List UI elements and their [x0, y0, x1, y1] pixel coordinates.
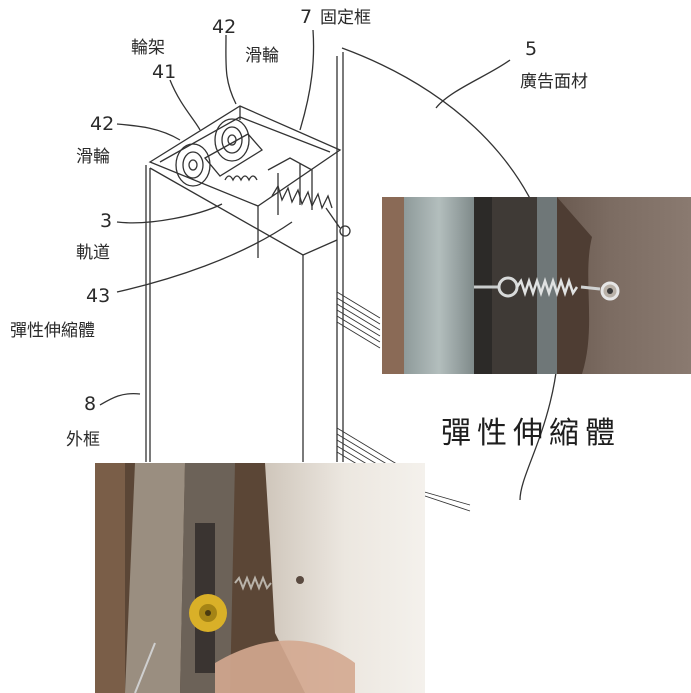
pulley-right: [214, 118, 250, 162]
callout-8-text: 外框: [66, 430, 100, 450]
callout-5-text: 廣告面材: [520, 72, 588, 92]
callout-8-number: 8: [84, 393, 97, 415]
callout-42a-text: 滑輪: [245, 46, 279, 66]
callout-42b-number: 42: [90, 113, 115, 135]
leader-7: [299, 29, 315, 131]
leader-42b: [116, 123, 181, 141]
photo-caption: 彈性伸縮體: [441, 416, 621, 451]
pulley-closeup-photo: [95, 463, 425, 693]
rail-top-face: [148, 105, 342, 207]
callout-42b-text: 滑輪: [76, 147, 110, 167]
leader-43: [116, 221, 293, 293]
callout-7-number: 7: [300, 6, 313, 28]
callout-41-text: 輪架: [131, 38, 165, 58]
leader-41: [169, 79, 201, 131]
callout-5-number: 5: [525, 38, 538, 60]
leader-42a: [225, 34, 237, 105]
callout-41-number: 41: [152, 61, 177, 83]
leader-8: [99, 392, 141, 406]
leader-5: [435, 59, 511, 109]
spring-closeup-photo: [382, 197, 691, 374]
callout-3-number: 3: [100, 210, 113, 232]
spring-main: [271, 184, 333, 210]
callout-43-number: 43: [86, 285, 111, 307]
callout-7-text: 固定框: [320, 8, 371, 28]
wheel-bracket: [203, 133, 263, 177]
leader-3: [116, 203, 223, 224]
callout-3-text: 軌道: [76, 243, 110, 263]
callout-42a-number: 42: [212, 16, 237, 38]
callout-43-text: 彈性伸縮體: [10, 321, 95, 341]
